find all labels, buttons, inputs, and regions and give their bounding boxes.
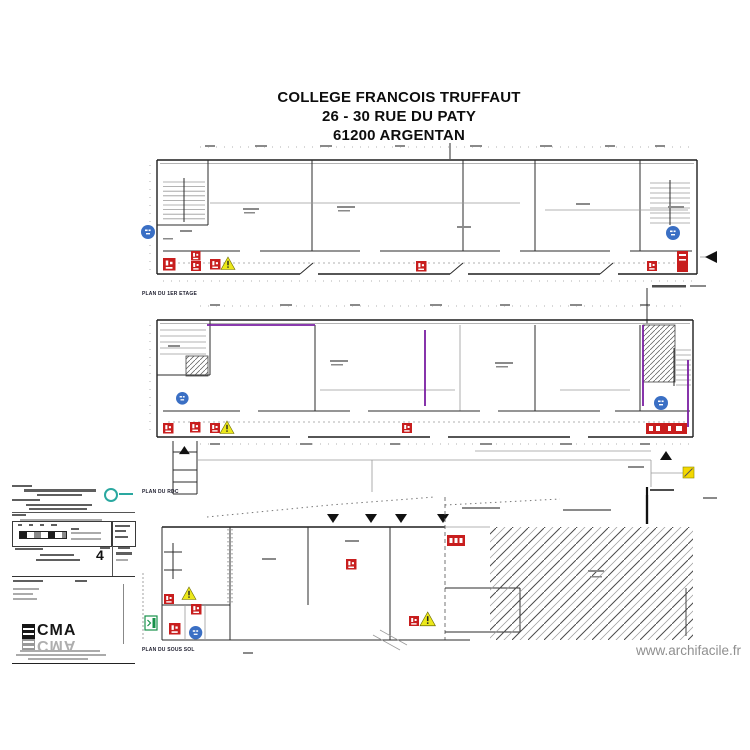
level-marker-icon xyxy=(176,392,189,405)
microtext-line xyxy=(118,547,130,549)
cert-logo-text xyxy=(119,493,133,495)
fire-panel-icon xyxy=(646,423,687,434)
microtext-line xyxy=(26,504,92,506)
archifacile-watermark: www.archifacile.fr xyxy=(636,643,742,658)
section-arrow-icon xyxy=(660,451,672,460)
microtext-line xyxy=(13,588,39,590)
microtext-line xyxy=(12,499,40,501)
microtext-line xyxy=(116,552,132,555)
electrical-symbol-icon xyxy=(682,466,695,479)
descent-arrow-icon xyxy=(327,514,339,523)
microtext-line xyxy=(12,485,32,487)
section-arrow-icon xyxy=(179,446,190,455)
fire-extinguisher-icon xyxy=(191,261,201,271)
title-line-2: 26 - 30 RUE DU PATY xyxy=(321,108,477,125)
document-title: COLLEGE FRANCOIS TRUFFAUT 26 - 30 RUE DU… xyxy=(48,88,750,145)
fire-extinguisher-icon xyxy=(416,261,427,272)
microtext-line xyxy=(15,548,43,550)
microtext-line xyxy=(20,650,100,652)
warning-triangle-icon xyxy=(419,611,436,627)
microtext-line xyxy=(20,518,102,521)
hatched-zone xyxy=(490,527,693,640)
microtext-line xyxy=(16,654,106,656)
microtext-line xyxy=(13,598,37,600)
descent-arrow-icon xyxy=(365,514,377,523)
page-number: 4 xyxy=(96,547,104,563)
fire-extinguisher-icon xyxy=(647,261,657,271)
fire-extinguisher-icon xyxy=(163,423,174,434)
fire-hose-icon xyxy=(677,251,688,272)
label-plan-first-floor: PLAN DU 1ER ETAGE xyxy=(142,291,197,297)
fire-extinguisher-icon xyxy=(409,616,419,626)
microtext-line xyxy=(13,593,33,595)
floor-plan-ground xyxy=(149,288,694,438)
warning-triangle-icon xyxy=(219,420,235,434)
fire-extinguisher-icon xyxy=(210,259,221,270)
site-connection-lines xyxy=(172,441,695,524)
level-marker-icon xyxy=(189,626,203,640)
floor-plan-level1 xyxy=(141,143,717,288)
title-line-3: 61200 ARGENTAN xyxy=(332,127,465,144)
title-line-1: COLLEGE FRANCOIS TRUFFAUT xyxy=(277,89,521,106)
fire-extinguisher-icon xyxy=(164,594,174,604)
label-plan-ground-floor: PLAN DU RDC xyxy=(142,489,179,495)
scale-value-cell xyxy=(111,521,136,547)
microtext-line xyxy=(40,554,74,556)
microtext-line xyxy=(75,580,87,582)
label-plan-basement: PLAN DU SOUS SOL xyxy=(142,647,195,653)
fire-extinguisher-icon xyxy=(169,623,181,635)
microtext-line xyxy=(29,508,87,510)
cma-flag-icon xyxy=(22,623,35,639)
microtext-line xyxy=(37,494,82,496)
warning-triangle-icon xyxy=(181,586,197,600)
microtext-line xyxy=(24,489,96,492)
microtext-line xyxy=(116,559,128,561)
fire-extinguisher-icon xyxy=(346,559,357,570)
fire-extinguisher-icon xyxy=(191,604,202,615)
title-block: 4 CMA CMA xyxy=(12,484,136,664)
fire-extinguisher-icon xyxy=(402,423,412,433)
cert-logo-icon xyxy=(104,488,118,502)
fire-extinguisher-icon xyxy=(190,422,201,433)
microtext-line xyxy=(28,658,88,660)
level-marker-icon xyxy=(654,396,668,410)
scale-bar xyxy=(19,531,67,539)
exit-sign-icon xyxy=(144,615,158,631)
cma-logo-text: CMA xyxy=(37,622,77,639)
fire-extinguisher-icon xyxy=(191,251,201,261)
floor-plan-basement xyxy=(142,495,717,654)
fire-extinguisher-icon xyxy=(210,423,220,433)
microtext-line xyxy=(36,559,80,561)
level-marker-icon xyxy=(666,226,680,240)
fire-extinguisher-icon xyxy=(163,258,176,271)
fire-panel-icon xyxy=(447,535,465,546)
descent-arrow-icon xyxy=(437,514,449,523)
section-arrow-icon xyxy=(705,251,717,263)
scale-section xyxy=(12,521,113,547)
cma-logo: CMA xyxy=(22,622,76,640)
descent-arrow-icon xyxy=(395,514,407,523)
microtext-line xyxy=(13,580,43,582)
microtext-line xyxy=(100,547,110,549)
level-marker-icon xyxy=(141,225,155,239)
microtext-line xyxy=(12,514,26,516)
